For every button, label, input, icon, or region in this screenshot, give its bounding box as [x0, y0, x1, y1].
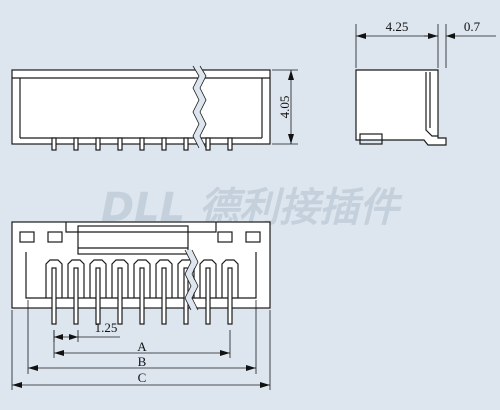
- front-pin: [51, 137, 57, 151]
- front-pin: [205, 137, 211, 151]
- window-left-2: [47, 231, 63, 243]
- window-left-1: [19, 231, 35, 243]
- window-right-1: [217, 231, 233, 243]
- bottom-pin: [161, 267, 167, 325]
- height-dimension: 4.05: [272, 69, 298, 145]
- front-body: [11, 69, 271, 145]
- side-view: 4.25 0.7: [355, 19, 496, 146]
- front-view: [11, 64, 271, 151]
- side-latch: [359, 133, 383, 145]
- dimension-c: C: [11, 310, 271, 390]
- window-right-2: [245, 231, 261, 243]
- pitch-dimension: 1.25: [53, 320, 120, 342]
- front-pin: [139, 137, 145, 151]
- pitch-label: 1.25: [95, 320, 118, 335]
- pin-pocket: [111, 259, 129, 298]
- front-pins: [51, 137, 233, 151]
- front-pin: [227, 137, 233, 151]
- front-pin: [117, 137, 123, 151]
- front-pin: [73, 137, 79, 151]
- front-pin: [183, 137, 189, 151]
- bottom-pin: [73, 267, 79, 325]
- side-body: [355, 69, 447, 146]
- side-depth-label: 4.25: [386, 19, 409, 34]
- bottom-view: [11, 221, 271, 325]
- center-block: [77, 225, 189, 255]
- height-label: 4.05: [277, 96, 292, 119]
- bottom-pin: [51, 267, 57, 325]
- pin-pocket: [221, 259, 239, 298]
- pin-pocket: [89, 259, 107, 298]
- pin-pocket: [133, 259, 151, 298]
- pin-pocket: [45, 259, 63, 298]
- pin-pocket: [199, 259, 217, 298]
- dimension-b: B: [27, 300, 257, 374]
- label-a: A: [137, 339, 147, 354]
- bottom-pin: [205, 267, 211, 325]
- label-c: C: [138, 370, 147, 385]
- pin-pocket: [67, 259, 85, 298]
- bottom-pin: [227, 267, 233, 325]
- front-pin: [161, 137, 167, 151]
- front-pin: [95, 137, 101, 151]
- tab-offset-label: 0.7: [464, 19, 481, 34]
- label-b: B: [138, 354, 147, 369]
- pin-pocket: [155, 259, 173, 298]
- bottom-pin: [117, 267, 123, 325]
- dimension-a: A: [53, 330, 231, 358]
- bottom-pin: [139, 267, 145, 325]
- bottom-pin: [95, 267, 101, 325]
